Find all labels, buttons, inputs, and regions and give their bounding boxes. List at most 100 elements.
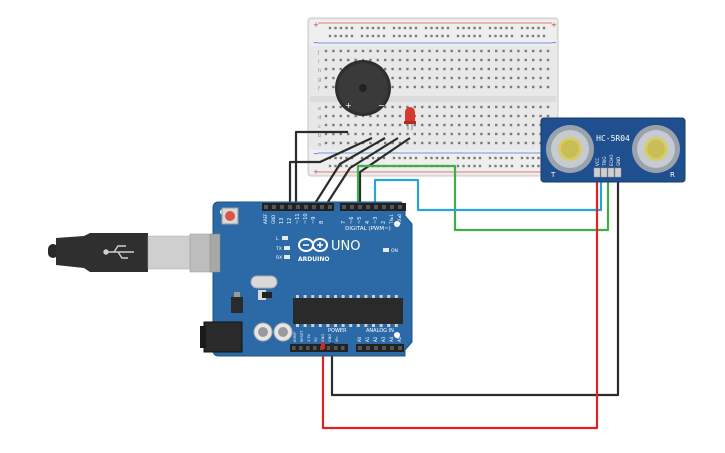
rail-hole bbox=[462, 26, 465, 30]
breadboard-hole bbox=[450, 67, 453, 71]
breadboard-hole bbox=[532, 67, 535, 71]
breadboard-hole bbox=[421, 105, 424, 109]
breadboard-hole bbox=[391, 141, 394, 145]
rail-hole bbox=[478, 164, 482, 168]
rail-hole bbox=[441, 34, 444, 38]
rail-hole bbox=[328, 26, 332, 30]
dc-power-jack[interactable] bbox=[200, 321, 243, 353]
breadboard-hole bbox=[361, 49, 365, 53]
chip-leg bbox=[318, 295, 322, 298]
breadboard-hole bbox=[421, 49, 424, 53]
breadboard-hole bbox=[465, 123, 468, 127]
breadboard-hole bbox=[347, 123, 350, 127]
breadboard-hole bbox=[361, 123, 365, 127]
breadboard-hole bbox=[539, 58, 542, 62]
breadboard-hole bbox=[413, 105, 416, 109]
breadboard-hole bbox=[354, 132, 357, 136]
breadboard-hole bbox=[524, 105, 527, 109]
rail-hole bbox=[467, 26, 471, 30]
breadboard-hole bbox=[421, 76, 424, 80]
power-pin-labels: IOREF RESET 3.3V 5V GND GND Vin bbox=[293, 330, 339, 342]
breadboard-hole bbox=[332, 132, 335, 136]
pin-label: GND bbox=[271, 215, 276, 224]
rail-hole bbox=[371, 34, 375, 38]
header-pin bbox=[390, 346, 394, 350]
breadboard-hole bbox=[347, 132, 350, 136]
rail-hole bbox=[371, 26, 375, 30]
rail-hole bbox=[494, 34, 497, 38]
rail-hole bbox=[360, 34, 364, 38]
rail-hole bbox=[339, 156, 343, 160]
ultrasonic-sensor[interactable]: HC-5R04 T R VCC TRIG ECHO GND bbox=[540, 117, 686, 183]
breadboard-hole bbox=[458, 105, 461, 109]
breadboard-hole bbox=[332, 67, 335, 71]
pin-label: 4 bbox=[365, 221, 371, 224]
breadboard-hole bbox=[413, 67, 416, 71]
rail-hole bbox=[334, 156, 337, 160]
breadboard-hole bbox=[532, 85, 535, 89]
breadboard-hole bbox=[495, 85, 498, 89]
usb-cable[interactable] bbox=[48, 233, 217, 273]
breadboard-hole bbox=[487, 141, 490, 145]
breadboard-hole bbox=[398, 67, 402, 71]
transducer-right bbox=[632, 125, 680, 173]
pin-label: A3 bbox=[381, 336, 386, 342]
power-header[interactable] bbox=[290, 344, 348, 352]
rail-hole bbox=[360, 26, 364, 30]
breadboard-hole bbox=[472, 49, 476, 53]
rail-labels: + − + − − + bbox=[313, 21, 557, 176]
rail-hole bbox=[478, 26, 482, 30]
chip-leg bbox=[387, 324, 391, 327]
pin-label: ~5 bbox=[357, 217, 363, 224]
breadboard-hole bbox=[517, 132, 520, 136]
rail-hole bbox=[499, 156, 503, 160]
arduino-uno-board[interactable]: AREF GND 13 12 ~11 ~10 ~9 8 7 ~6 ~5 4 ~3… bbox=[200, 201, 413, 357]
rail-hole bbox=[542, 34, 546, 38]
wire-black-3 bbox=[358, 137, 411, 205]
rail-hole bbox=[520, 164, 524, 168]
breadboard-hole bbox=[391, 132, 394, 136]
digital-header[interactable] bbox=[262, 203, 406, 211]
reset-button[interactable] bbox=[221, 207, 239, 225]
breadboard-hole bbox=[443, 123, 446, 127]
rail-hole bbox=[467, 164, 471, 168]
analog-header[interactable] bbox=[356, 344, 404, 352]
breadboard-hole bbox=[435, 67, 439, 71]
piezo-buzzer[interactable]: + − bbox=[335, 60, 391, 116]
pin-label: TX▸1 bbox=[389, 214, 394, 225]
red-led[interactable] bbox=[404, 107, 416, 130]
breadboard-hole bbox=[354, 141, 357, 145]
breadboard-hole bbox=[354, 49, 357, 53]
sensor-pins[interactable] bbox=[593, 167, 622, 178]
breadboard-hole bbox=[509, 105, 513, 109]
header-pin bbox=[328, 205, 332, 209]
wires bbox=[288, 130, 620, 430]
breadboard-hole bbox=[524, 85, 527, 89]
pin-label: A5 bbox=[397, 336, 402, 342]
pin-label: ~6 bbox=[349, 217, 355, 224]
rail-hole bbox=[478, 34, 482, 38]
breadboard-hole bbox=[339, 114, 342, 118]
breadboard-hole bbox=[443, 141, 446, 145]
rail-hole bbox=[520, 26, 524, 30]
rail-hole bbox=[435, 156, 439, 160]
breadboard-hole bbox=[450, 123, 453, 127]
breadboard-hole bbox=[480, 132, 483, 136]
rail-hole bbox=[441, 156, 444, 160]
breadboard-hole bbox=[428, 85, 431, 89]
breadboard-hole bbox=[332, 58, 335, 62]
breadboard-hole bbox=[472, 105, 476, 109]
pin-label: 8 bbox=[319, 221, 325, 224]
row-letter: j bbox=[317, 50, 319, 56]
breadboard-hole bbox=[332, 49, 335, 53]
breadboard-hole bbox=[480, 85, 483, 89]
breadboard-hole bbox=[376, 58, 379, 62]
breadboard-hole bbox=[413, 76, 416, 80]
breadboard-hole bbox=[339, 49, 342, 53]
breadboard-hole bbox=[524, 58, 527, 62]
rail-hole bbox=[392, 156, 396, 160]
analog-pin-labels: A0 A1 A2 A3 A4 A5 bbox=[357, 336, 402, 342]
breadboard-hole bbox=[324, 123, 328, 127]
rail-hole bbox=[531, 156, 535, 160]
breadboard-hole bbox=[495, 141, 498, 145]
